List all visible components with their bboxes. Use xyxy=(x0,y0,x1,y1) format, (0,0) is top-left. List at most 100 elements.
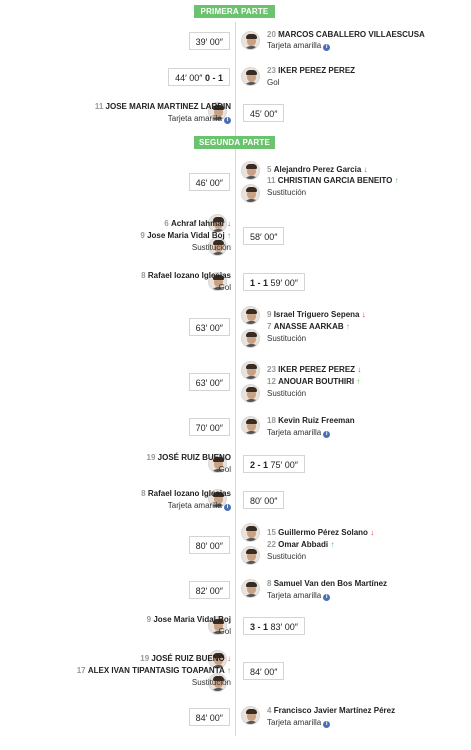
player-name[interactable]: Alejandro Perez Garcia xyxy=(273,165,362,174)
info-icon[interactable]: i xyxy=(224,504,231,511)
player-name[interactable]: Kevin Ruiz Freeman xyxy=(278,416,355,425)
player-name[interactable]: Rafael lozano Iglesias xyxy=(147,489,231,498)
player-number: 9 xyxy=(140,231,145,240)
player-name[interactable]: Francisco Javier Martínez Pérez xyxy=(273,706,396,715)
player-number: 19 xyxy=(140,654,150,663)
score: 1 - 1 xyxy=(250,278,269,288)
player-name[interactable]: Achraf lahmar xyxy=(170,219,225,228)
player-number: 4 xyxy=(267,706,272,715)
player-in-avatar[interactable] xyxy=(241,329,260,348)
event-time: 39′ 00″ xyxy=(188,32,230,50)
player-avatar[interactable] xyxy=(241,579,260,598)
arrow-down-icon: ↓ xyxy=(361,310,366,319)
player-number: 15 xyxy=(267,528,276,537)
info-icon[interactable]: i xyxy=(323,431,331,438)
player-number: 6 xyxy=(164,219,169,228)
substitution-label: Sustitución xyxy=(267,389,307,398)
substitution-label: Sustitución xyxy=(191,243,231,252)
player-out-line: 15 Guillermo Pérez Solano ↓ xyxy=(267,528,374,538)
player-line: 8 Rafael lozano Iglesias xyxy=(141,271,231,281)
player-line: 11 JOSE MARIA MARTINEZ LARDIN xyxy=(95,102,231,112)
player-number: 18 xyxy=(267,416,276,425)
event-time-value: 59′ 00″ xyxy=(270,278,298,288)
player-name[interactable]: IKER PEREZ PEREZ xyxy=(278,66,356,75)
event-time-value: 44′ 00″ xyxy=(175,73,203,83)
player-name[interactable]: IKER PEREZ PEREZ xyxy=(278,365,356,374)
yellow-card-label: Tarjeta amarilla xyxy=(167,114,222,123)
player-line: 8 Rafael lozano Iglesias xyxy=(141,489,231,499)
substitution-label: Sustitución xyxy=(267,334,307,343)
player-name[interactable]: Jose Maria Vidal Boj xyxy=(153,615,231,624)
player-name[interactable]: Samuel Van den Bos Martínez xyxy=(273,579,388,588)
event-time: 80′ 00″ xyxy=(243,491,285,509)
player-out-line: 9 Israel Triguero Sepena ↓ xyxy=(267,310,366,320)
event-time: 2 - 1 75′ 00″ xyxy=(243,455,305,473)
goal-label: Gol xyxy=(218,283,231,292)
player-number: 12 xyxy=(267,377,276,386)
second-half-label: SEGUNDA PARTE xyxy=(194,136,275,149)
player-name[interactable]: Guillermo Pérez Solano xyxy=(278,528,368,537)
player-in-line: 12 ANOUAR BOUTHIRI ↑ xyxy=(267,377,360,387)
player-line: 19 JOSÉ RUIZ BUENO xyxy=(147,453,231,463)
player-name[interactable]: Rafael lozano Iglesias xyxy=(147,271,231,280)
event-time: 84′ 00″ xyxy=(188,708,230,726)
player-in-avatar[interactable] xyxy=(208,237,227,256)
timeline-axis xyxy=(235,22,236,736)
event-time: 70′ 00″ xyxy=(188,418,230,436)
player-out-avatar[interactable] xyxy=(208,650,227,669)
player-in-avatar[interactable] xyxy=(208,673,227,692)
player-out-avatar[interactable] xyxy=(241,306,260,325)
player-avatar[interactable] xyxy=(208,489,227,508)
player-name[interactable]: ANASSE AARKAB xyxy=(273,322,344,331)
player-line: 4 Francisco Javier Martínez Pérez xyxy=(267,706,395,716)
player-in-avatar[interactable] xyxy=(241,546,260,565)
yellow-card-label: Tarjeta amarilla xyxy=(267,428,322,437)
player-name[interactable]: Jose Maria Vidal Boj xyxy=(147,231,225,240)
score: 3 - 1 xyxy=(250,622,269,632)
info-icon[interactable]: i xyxy=(224,117,231,124)
player-in-avatar[interactable] xyxy=(241,184,260,203)
player-avatar[interactable] xyxy=(208,616,227,635)
arrow-down-icon: ↓ xyxy=(227,219,231,228)
player-number: 11 xyxy=(94,102,104,111)
info-icon[interactable]: i xyxy=(323,44,331,51)
player-out-avatar[interactable] xyxy=(241,161,260,180)
player-name[interactable]: MARCOS CABALLERO VILLAESCUSA xyxy=(278,30,425,39)
player-out-avatar[interactable] xyxy=(241,361,260,380)
player-avatar[interactable] xyxy=(241,706,260,725)
player-avatar[interactable] xyxy=(208,454,227,473)
player-avatar[interactable] xyxy=(241,31,260,50)
player-line: 23 IKER PEREZ PEREZ xyxy=(267,66,355,76)
player-in-avatar[interactable] xyxy=(241,384,260,403)
yellow-card-label: Tarjeta amarilla xyxy=(167,501,222,510)
player-name[interactable]: Omar Abbadi xyxy=(278,540,329,549)
player-name[interactable]: Israel Triguero Sepena xyxy=(273,310,360,319)
info-icon[interactable]: i xyxy=(323,594,331,601)
player-avatar[interactable] xyxy=(241,416,260,435)
yellow-card-label: Tarjeta amarilla xyxy=(267,591,322,600)
player-number: 8 xyxy=(141,271,146,280)
event-time: 63′ 00″ xyxy=(188,373,230,391)
player-name[interactable]: JOSÉ RUIZ BUENO xyxy=(157,453,231,462)
player-in-line: 7 ANASSE AARKAB ↑ xyxy=(267,322,350,332)
event-time: 58′ 00″ xyxy=(243,227,285,245)
player-out-avatar[interactable] xyxy=(208,214,227,233)
player-name[interactable]: CHRISTIAN GARCIA BENEITO xyxy=(277,176,393,185)
player-in-line: 9 Jose Maria Vidal Boj ↑ xyxy=(140,231,231,241)
player-name[interactable]: JOSE MARIA MARTINEZ LARDIN xyxy=(105,102,231,111)
player-name[interactable]: ALEX IVAN TIPANTASIG TOAPANTA xyxy=(87,666,225,675)
event-time: 45′ 00″ xyxy=(243,104,285,122)
info-icon[interactable]: i xyxy=(323,721,331,728)
player-out-avatar[interactable] xyxy=(241,523,260,542)
player-name[interactable]: JOSÉ RUIZ BUENO xyxy=(151,654,225,663)
player-avatar[interactable] xyxy=(241,67,260,86)
player-avatar[interactable] xyxy=(208,272,227,291)
yellow-card-label: Tarjeta amarilla xyxy=(267,41,322,50)
player-number: 9 xyxy=(267,310,272,319)
player-line: 8 Samuel Van den Bos Martínez xyxy=(267,579,387,589)
player-name[interactable]: ANOUAR BOUTHIRI xyxy=(278,377,355,386)
player-avatar[interactable] xyxy=(208,102,227,121)
